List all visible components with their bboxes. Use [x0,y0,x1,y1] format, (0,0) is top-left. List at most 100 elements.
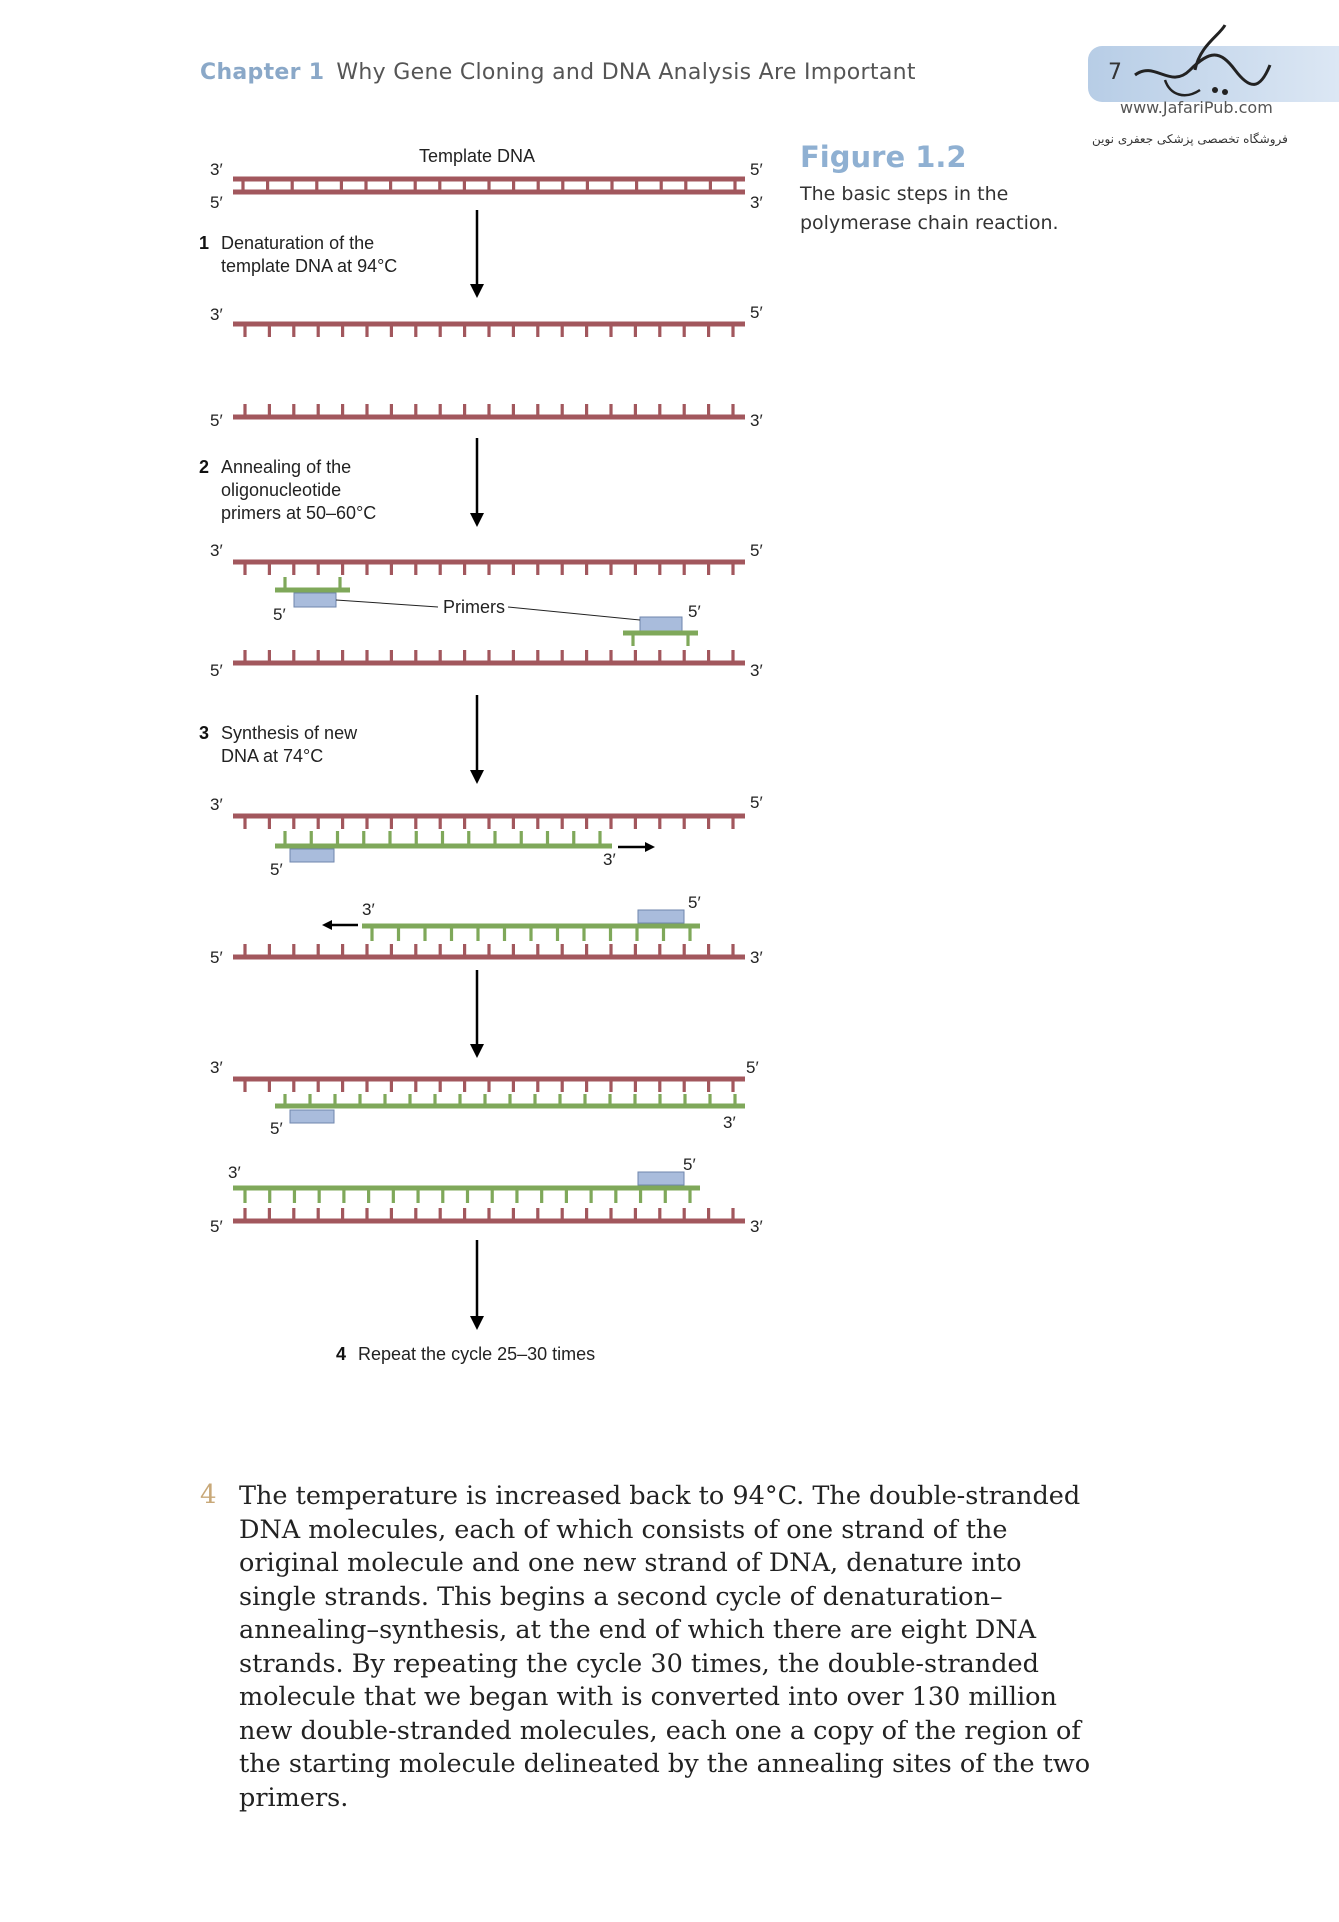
synth-template-base-top [536,816,540,829]
complete-new-base-bottom [317,1190,321,1203]
synth-template-base-bottom [341,944,345,957]
denatured-base-top [560,324,564,337]
annealed-template-base-top [707,562,711,575]
complete-template-base-bottom [682,1208,686,1221]
template-base-pair [684,181,688,190]
strand-end-5prime: 5′ [750,541,763,560]
complete-template-base-top [585,1079,589,1092]
complete-template-base-bottom [414,1208,418,1221]
template-base-pair [610,181,614,190]
synth-primer-bottom [637,909,685,924]
complete-new-base-bottom [367,1190,371,1203]
synth-template-base-bottom [560,944,564,957]
publisher-logo-icon [1134,24,1272,97]
process-arrows [322,210,655,1330]
complete-new-base-bottom [465,1190,470,1203]
annealed-template-base-bottom [414,650,418,663]
annealed-template-base-top [414,562,418,575]
complete-new-base-bottom [688,1190,692,1203]
synth-template-base-bottom [463,944,467,957]
denatured-base-bottom [682,404,686,417]
complete-new-base-top [458,1094,462,1106]
annealed-template-base-top [731,562,735,575]
synth-template-base-top [243,816,247,829]
synth-template-base-bottom [365,944,369,957]
synth-template-base-top [633,816,637,829]
complete-new-base-bottom [490,1190,494,1203]
complete-new-base-top [533,1094,537,1106]
denatured-base-top [633,324,637,337]
synth-template-base-bottom [267,944,271,957]
complete-template-base-top [341,1079,345,1092]
template-base-pair [487,181,491,190]
synth-new-base-bottom [608,928,613,941]
denatured-base-bottom [707,404,711,417]
synth-template-base-bottom [536,944,540,957]
primer-base-left [338,577,342,590]
complete-template-base-bottom [438,1208,442,1221]
arrow-step-4-head [470,1044,484,1058]
annealed-template-base-top [365,562,369,575]
strand-end-5prime: 5′ [688,602,701,621]
complete-primer-bottom [637,1171,685,1186]
synth-new-base-bottom [529,928,533,941]
complete-template-base-top [438,1079,442,1092]
synth-template-base-bottom [511,944,515,957]
complete-new-base-top [683,1094,687,1106]
denatured-base-top [341,324,345,337]
denatured-base-top [414,324,418,337]
denatured-base-bottom [365,404,369,417]
annealed-template-base-bottom [658,650,662,663]
primer-left [293,592,337,608]
denatured-base-top [292,324,296,337]
annealed-template-base-top [389,562,393,575]
synth-new-base-top [598,831,602,844]
complete-new-base-bottom [515,1190,519,1203]
annealed-template-base-top [292,562,296,575]
complete-new-base-bottom [540,1190,544,1203]
template-base-pair [438,181,442,190]
synth-template-base-bottom [389,944,393,957]
complete-template-base-bottom [487,1208,491,1221]
synth-new-base-bottom [502,928,507,941]
primer-base-left [283,577,287,590]
annealed-template-base-top [243,562,247,575]
complete-primer-top [289,1109,335,1124]
denatured-base-top [463,324,467,337]
synth-new-base-top [309,831,313,844]
complete-template-base-top [316,1079,320,1092]
annealed-template-base-top [658,562,662,575]
synth-new-base-top [519,831,523,844]
strand-end-3prime: 3′ [210,305,223,324]
complete-template-base-bottom [731,1208,735,1221]
annealed-template-base-bottom [682,650,686,663]
synth-new-base-bottom [423,928,427,941]
complete-template-base-bottom [609,1208,613,1221]
denatured-base-bottom [658,404,662,417]
complete-new-base-top [333,1094,337,1106]
complete-template-base-bottom [389,1208,393,1221]
complete-template-base-top [707,1079,711,1092]
denatured-base-bottom [316,404,320,417]
annealed-template-base-bottom [487,650,491,663]
denatured-base-top [585,324,589,337]
complete-new-base-top [358,1094,362,1106]
annealed-template-base-bottom [731,650,735,663]
synth-template-base-top [511,816,515,829]
synth-new-base-top [440,831,445,844]
complete-template-base-bottom [316,1208,320,1221]
strand-end-3prime: 3′ [210,160,223,179]
step-text-line: DNA at 74°C [221,746,323,766]
figure-description: The basic steps in the polymerase chain … [800,183,1059,234]
denatured-base-bottom [585,404,589,417]
complete-new-base-bottom [564,1190,568,1203]
template-base-pair [659,181,663,190]
primer-base-right [686,633,690,646]
synth-new-base-bottom [555,928,560,941]
denatured-base-bottom [243,404,247,417]
denatured-base-bottom [267,404,271,417]
synth-template-base-bottom [658,944,662,957]
template-dna-label: Template DNA [419,146,535,166]
